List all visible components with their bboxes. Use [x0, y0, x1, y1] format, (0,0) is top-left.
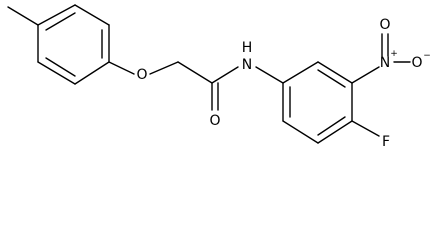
carbonyl-oxygen-label: O [209, 113, 220, 129]
amide-nitrogen-label: N [242, 57, 252, 73]
nitro-minus-charge: − [423, 51, 431, 61]
nitro-group [351, 33, 411, 84]
methyl-group [7, 6, 39, 26]
fluorine-label: F [382, 134, 390, 150]
nitro-oxygen-top-label: O [379, 17, 390, 33]
structure-canvas: O O H N O N + O − F [7, 4, 431, 150]
ether-oxygen-label: O [136, 67, 147, 83]
fluoro-bond [351, 120, 380, 137]
nitrofluorophenyl-ring [282, 61, 353, 144]
nitro-plus-charge: + [390, 49, 398, 59]
amide-group [211, 66, 284, 111]
tolyl-ring [37, 4, 110, 85]
nitro-oxygen-right-label: O [411, 55, 422, 71]
ether-linker [108, 61, 213, 84]
amide-hydrogen-label: H [242, 40, 253, 56]
nitro-nitrogen-label: N [380, 55, 390, 71]
